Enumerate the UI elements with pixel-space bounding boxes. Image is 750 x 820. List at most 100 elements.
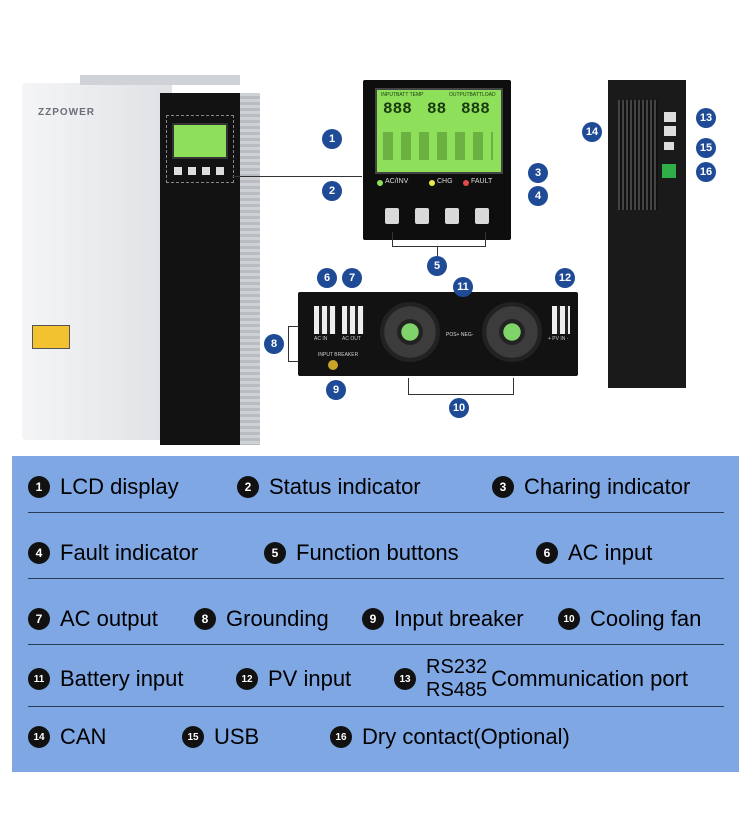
- legend-item-grounding: 8 Grounding: [194, 596, 329, 642]
- legend-item-usb: 15 USB: [182, 714, 259, 760]
- lcd-digits-right: 888: [461, 100, 490, 118]
- callout-13: 13: [696, 108, 716, 128]
- legend-label: Status indicator: [269, 474, 421, 499]
- ac-in-terminal: [314, 306, 336, 334]
- usb-port: [664, 142, 674, 150]
- inverter-front-view: ZZPOWER: [0, 75, 262, 447]
- legend-item-function-buttons: 5 Function buttons: [264, 530, 459, 576]
- legend-row-4: 11 Battery input 12 PV input 13 RS232 RS…: [12, 656, 739, 702]
- lcd-output-label: OUTPUTBATTLOAD: [449, 92, 496, 98]
- legend-number: 9: [362, 608, 384, 630]
- can-port: [664, 126, 676, 136]
- legend-number: 2: [237, 476, 259, 498]
- legend-item-cooling-fan: 10 Cooling fan: [558, 596, 701, 642]
- legend-number: 12: [236, 668, 258, 690]
- lcd-control-panel: INPUTBATT TEMP OUTPUTBATTLOAD 888 88 888…: [363, 80, 511, 240]
- inverter-dashed-highlight: [166, 115, 234, 183]
- inverter-brand-logo: ZZPOWER: [38, 107, 95, 118]
- function-button-1[interactable]: [385, 208, 399, 224]
- callout-3: 3: [528, 163, 548, 183]
- legend-label: CAN: [60, 724, 107, 749]
- callout-15: 15: [696, 138, 716, 158]
- inverter-mini-buttons: [174, 167, 224, 175]
- product-photo-area: ZZPOWER INPUTBATT TEMP OUTPUTBATTLOAD 88…: [0, 75, 716, 447]
- inverter-bottom-panel: AC IN AC OUT INPUT BREAKER POS+ NEG- + P…: [298, 292, 578, 376]
- callout-8: 8: [264, 334, 284, 354]
- callout-6: 6: [317, 268, 337, 288]
- connector-line: [232, 176, 362, 177]
- legend-label: Function buttons: [296, 540, 459, 565]
- rs-port-stack: RS232 RS485: [426, 656, 487, 702]
- legend-label: Charing indicator: [524, 474, 691, 499]
- legend-row-2: 4 Fault indicator 5 Function buttons 6 A…: [12, 530, 739, 576]
- legend-item-ac-input: 6 AC input: [536, 530, 652, 576]
- callout-1: 1: [322, 129, 342, 149]
- legend-divider: [28, 578, 724, 579]
- led-chg: [429, 180, 435, 186]
- legend-number: 14: [28, 726, 50, 748]
- callout-4: 4: [528, 186, 548, 206]
- legend-label: LCD display: [60, 474, 179, 499]
- legend-label-rs485: RS485: [426, 679, 488, 701]
- legend-item-fault-indicator: 4 Fault indicator: [28, 530, 198, 576]
- lcd-digits-mid: 88: [427, 100, 447, 118]
- legend-number: 1: [28, 476, 50, 498]
- inverter-top-edge: [80, 75, 240, 85]
- indicator-ac-inv-label: AC/INV: [385, 178, 409, 185]
- legend-item-status-indicator: 2 Status indicator: [237, 464, 421, 510]
- cooling-fan-left: [380, 302, 440, 362]
- legend-label: Communication port: [491, 666, 689, 691]
- inverter-side-view: [608, 80, 686, 388]
- legend-label: Grounding: [226, 606, 329, 631]
- legend-label: Input breaker: [394, 606, 524, 631]
- callout-7: 7: [342, 268, 362, 288]
- legend-number: 8: [194, 608, 216, 630]
- legend-row-3: 7 AC output 8 Grounding 9 Input breaker …: [12, 596, 739, 642]
- buttons-bracket: [392, 232, 486, 247]
- legend-number: 5: [264, 542, 286, 564]
- legend-label: AC input: [568, 540, 653, 565]
- legend-label: Fault indicator: [60, 540, 199, 565]
- battery-terminal-label: POS+ NEG-: [446, 332, 474, 338]
- led-ac-inv: [377, 180, 383, 186]
- pv-terminal: [552, 306, 570, 334]
- legend-item-lcd-display: 1 LCD display: [28, 464, 179, 510]
- legend-item-dry-contact: 16 Dry contact(Optional): [330, 714, 570, 760]
- legend-row-5: 14 CAN 15 USB 16 Dry contact(Optional): [12, 714, 739, 760]
- legend-label: Dry contact(Optional): [362, 724, 570, 749]
- lcd-digits-left: 888: [383, 100, 412, 118]
- pv-label: + PV IN -: [548, 336, 569, 342]
- legend-row-1: 1 LCD display 2 Status indicator 3 Chari…: [12, 464, 739, 510]
- rs232-rs485-port: [664, 112, 676, 122]
- callout-14: 14: [582, 122, 602, 142]
- callout-16: 16: [696, 162, 716, 182]
- input-breaker-label: INPUT BREAKER: [318, 352, 359, 358]
- inverter-side-fins: [240, 93, 260, 445]
- ac-in-label: AC IN: [314, 336, 328, 342]
- ac-out-terminal: [342, 306, 364, 334]
- legend-label-rs232: RS232: [426, 656, 488, 678]
- legend-item-pv-input: 12 PV input: [236, 656, 351, 702]
- inverter-mini-lcd: [172, 123, 228, 159]
- legend-label: AC output: [60, 606, 158, 631]
- legend-label: USB: [214, 724, 260, 749]
- ac-out-label: AC OUT: [342, 336, 361, 342]
- legend-item-ac-output: 7 AC output: [28, 596, 158, 642]
- legend-number: 10: [558, 608, 580, 630]
- legend-number: 15: [182, 726, 204, 748]
- function-button-4[interactable]: [475, 208, 489, 224]
- buttons-bracket-stem: [437, 246, 438, 256]
- callout-9: 9: [326, 380, 346, 400]
- legend-divider: [28, 512, 724, 513]
- legend-item-input-breaker: 9 Input breaker: [362, 596, 524, 642]
- callout-5: 5: [427, 256, 447, 276]
- callout-2: 2: [322, 181, 342, 201]
- caution-label: [32, 325, 70, 349]
- legend-number: 3: [492, 476, 514, 498]
- legend-item-can: 14 CAN: [28, 714, 106, 760]
- function-button-3[interactable]: [445, 208, 459, 224]
- callout-10: 10: [449, 398, 469, 418]
- function-button-2[interactable]: [415, 208, 429, 224]
- inverter-white-body: [22, 83, 172, 440]
- legend-number: 4: [28, 542, 50, 564]
